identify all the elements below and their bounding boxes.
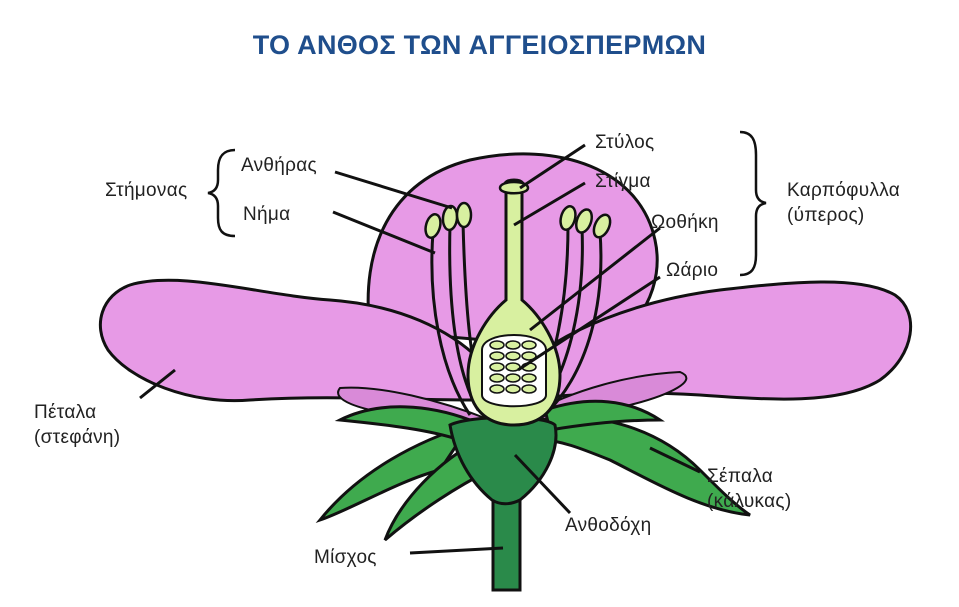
filament-label: Νήμα: [243, 202, 290, 227]
sepals-label: Σέπαλα (κάλυκας): [707, 464, 791, 514]
carpels-label: Καρπόφυλλα (ύπερος): [787, 178, 900, 228]
stigma-label: Στίγμα: [595, 169, 651, 194]
stamens-brace: [208, 150, 235, 236]
petals-label-line1: Πέταλα: [34, 400, 120, 425]
anther-label: Ανθήρας: [241, 153, 317, 178]
ovary-label: Ωοθήκη: [651, 210, 719, 235]
ovules: [490, 341, 536, 393]
style-label: Στύλος: [595, 130, 654, 155]
stigma: [500, 182, 528, 193]
receptacle: [450, 418, 556, 504]
sepals-label-line1: Σέπαλα: [707, 464, 791, 489]
petals-label-line2: (στεφάνη): [34, 425, 120, 450]
sepals-label-line2: (κάλυκας): [707, 489, 791, 514]
stamens-label: Στήμονας: [105, 178, 187, 203]
receptacle-label: Ανθοδόχη: [565, 513, 652, 538]
petals-label: Πέταλα (στεφάνη): [34, 400, 120, 450]
carpels-brace: [740, 132, 766, 275]
stalk-label: Μίσχος: [314, 545, 377, 570]
carpels-label-line2: (ύπερος): [787, 203, 900, 228]
carpels-label-line1: Καρπόφυλλα: [787, 178, 900, 203]
ovule-label: Ωάριο: [666, 258, 718, 283]
